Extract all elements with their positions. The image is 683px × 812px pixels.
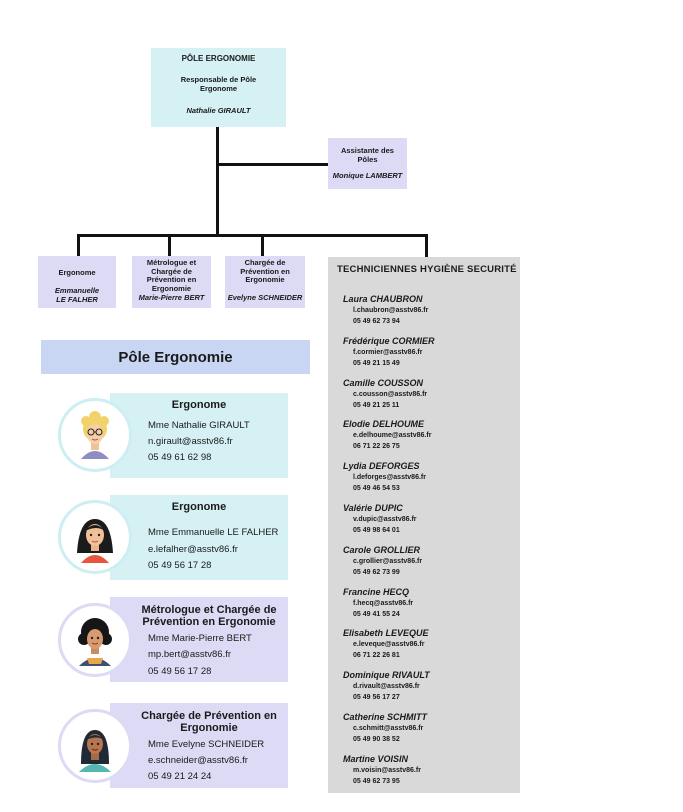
member-role: Ergonome [58, 268, 96, 277]
card-phone: 05 49 56 17 28 [148, 666, 212, 677]
assistant-role: Assistante des Pôles [341, 146, 394, 164]
technicians-title: TECHNICIENNES HYGIÈNE SECURITÉ [337, 264, 517, 275]
card-phone: 05 49 61 62 98 [148, 452, 212, 463]
card-name: Mme Marie-Pierre BERT [148, 633, 252, 644]
member-box-1: Ergonome Emmanuelle LE FALHER [38, 256, 116, 308]
technician-name: Lydia DEFORGES [343, 461, 420, 472]
connector-drop-2 [168, 234, 171, 256]
technician-name: Frédérique CORMIER [343, 335, 435, 346]
technician-email[interactable]: f.cormier@asstv86.fr [353, 348, 423, 356]
card-email[interactable]: e.lefalher@asstv86.fr [148, 544, 238, 555]
technician-email[interactable]: c.cousson@asstv86.fr [353, 390, 428, 398]
avatar [58, 500, 132, 574]
technician-phone: 06 71 22 26 81 [353, 652, 400, 660]
connector-horizontal [77, 234, 428, 237]
member-box-3: Chargée de Prévention en Ergonomie Evely… [225, 256, 305, 308]
card-title: Chargée de Prévention en Ergonomie [141, 710, 277, 735]
card-phone: 05 49 56 17 28 [148, 560, 212, 571]
woman-blonde-glasses-icon [81, 411, 109, 459]
contact-card-2: Ergonome Mme Emmanuelle LE FALHER e.lefa… [110, 495, 288, 580]
head-title: PÔLE ERGONOMIE [181, 54, 256, 63]
contact-card-3: Métrologue et Chargée de Prévention en E… [110, 597, 288, 682]
avatar [58, 398, 132, 472]
card-email[interactable]: mp.bert@asstv86.fr [148, 649, 232, 660]
technician-email[interactable]: m.voisin@asstv86.fr [353, 766, 421, 774]
pole-banner: Pôle Ergonomie [41, 340, 310, 374]
member-name: Emmanuelle LE FALHER [54, 286, 100, 304]
technician-phone: 05 49 46 54 53 [353, 485, 400, 493]
card-title: Ergonome [171, 501, 227, 513]
connector-drop-4 [425, 234, 428, 258]
technician-name: Camille COUSSON [343, 377, 424, 388]
card-title: Métrologue et Chargée de Prévention en E… [141, 604, 277, 629]
technician-phone: 05 49 56 17 27 [353, 694, 400, 702]
avatar [58, 603, 132, 677]
avatar [58, 709, 132, 783]
technician-name: Elisabeth LEVEQUE [343, 628, 429, 639]
technician-name: Dominique RIVAULT [343, 670, 430, 681]
card-phone: 05 49 21 24 24 [148, 771, 212, 782]
technician-email[interactable]: v.dupic@asstv86.fr [353, 516, 417, 523]
connector-drop-1 [77, 234, 80, 256]
technician-name: Catherine SCHMITT [343, 712, 428, 722]
technician-phone: 05 49 62 73 99 [353, 568, 400, 576]
member-name: Marie-Pierre BERT [138, 293, 205, 302]
technician-phone: 05 49 62 73 94 [353, 318, 400, 325]
technician-name: Martine VOISIN [343, 753, 409, 764]
technician-email[interactable]: c.schmitt@asstv86.fr [353, 725, 424, 732]
member-name: Evelyne SCHNEIDER [227, 293, 303, 302]
technician-phone: 05 49 62 73 95 [353, 777, 400, 785]
technician-phone: 05 49 90 38 52 [353, 736, 400, 743]
technician-phone: 05 49 21 15 49 [353, 359, 400, 367]
technicians-panel: TECHNICIENNES HYGIÈNE SECURITÉ Laura CHA… [328, 257, 520, 793]
member-role: Métrologue et Chargée de Prévention en E… [146, 258, 197, 293]
technician-name: Elodie DELHOUME [343, 419, 425, 430]
technician-email[interactable]: l.deforges@asstv86.fr [353, 474, 426, 482]
technician-name: Laura CHAUBRON [343, 294, 423, 304]
woman-dark-hair-icon [77, 519, 113, 563]
technician-name: Francine HECQ [343, 586, 410, 597]
technician-email[interactable]: e.leveque@asstv86.fr [353, 641, 425, 649]
technician-phone: 05 49 41 55 24 [353, 610, 400, 618]
card-name: Mme Emmanuelle LE FALHER [148, 527, 279, 538]
technician-email[interactable]: l.chaubron@asstv86.fr [353, 307, 429, 314]
technician-phone: 06 71 22 26 75 [353, 443, 400, 451]
technician-email[interactable]: d.rivault@asstv86.fr [353, 683, 420, 691]
card-name: Mme Evelyne SCHNEIDER [148, 739, 265, 750]
connector-to-assistant [216, 163, 328, 166]
member-box-2: Métrologue et Chargée de Prévention en E… [132, 256, 211, 308]
assistant-box: Assistante des Pôles Monique LAMBERT [328, 138, 407, 189]
technician-name: Carole GROLLIER [343, 544, 421, 555]
technician-name: Valérie DUPIC [343, 503, 403, 513]
head-role: Responsable de Pôle Ergonome [180, 75, 257, 93]
card-email[interactable]: n.girault@asstv86.fr [148, 436, 233, 447]
head-box: PÔLE ERGONOMIE Responsable de Pôle Ergon… [151, 48, 286, 127]
contact-card-4: Chargée de Prévention en Ergonomie Mme E… [110, 703, 288, 788]
member-role: Chargée de Prévention en Ergonomie [240, 258, 290, 285]
card-name: Mme Nathalie GIRAULT [148, 420, 250, 431]
woman-curly-hair-icon [78, 618, 112, 666]
technician-email[interactable]: e.delhoume@asstv86.fr [353, 432, 432, 440]
card-email[interactable]: e.schneider@asstv86.fr [148, 755, 248, 766]
technician-phone: 05 49 21 25 11 [353, 401, 400, 409]
technician-email[interactable]: c.grollier@asstv86.fr [353, 557, 423, 565]
technician-phone: 05 49 98 64 01 [353, 527, 400, 534]
contact-card-1: Ergonome Mme Nathalie GIRAULT n.girault@… [110, 393, 288, 478]
assistant-name: Monique LAMBERT [332, 171, 403, 180]
connector-drop-3 [261, 234, 264, 256]
connector-vertical-main [216, 127, 219, 236]
technician-email[interactable]: f.hecq@asstv86.fr [353, 599, 414, 607]
head-name: Nathalie GIRAULT [186, 106, 251, 115]
woman-braids-icon [79, 730, 111, 772]
card-title: Ergonome [171, 399, 227, 411]
